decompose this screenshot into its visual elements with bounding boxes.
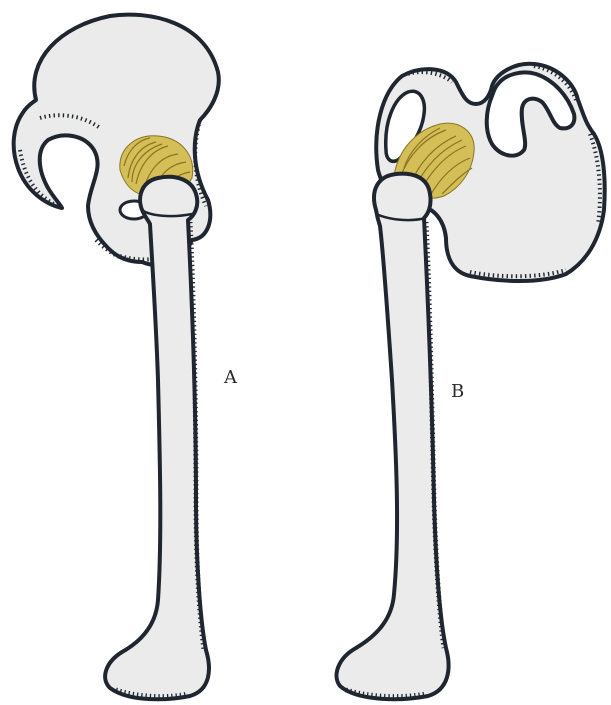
panel-a-label: A: [224, 369, 237, 387]
panel-b-label: B: [451, 383, 464, 401]
panel-a-drawing: [14, 15, 219, 700]
femur-b: [337, 174, 449, 700]
panel-b-drawing: [337, 64, 605, 699]
